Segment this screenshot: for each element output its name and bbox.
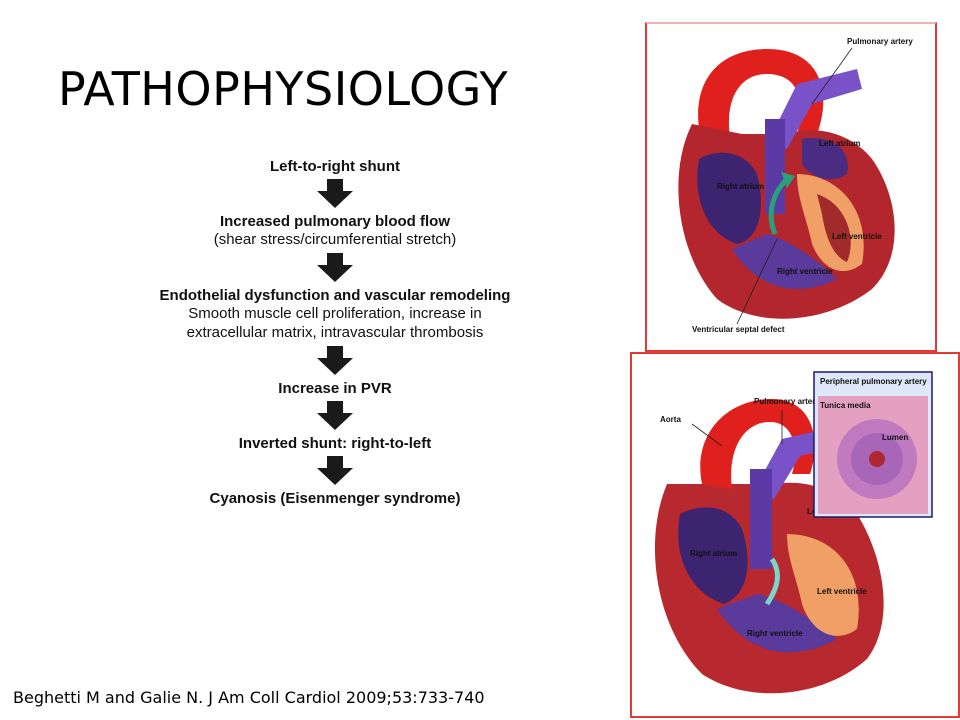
step-heading: Endothelial dysfunction and vascular rem… xyxy=(159,287,511,304)
label-aorta: Aorta xyxy=(660,415,681,424)
step-detail: (shear stress/circumferential stretch) xyxy=(213,231,457,248)
label-vsd: Ventricular septal defect xyxy=(692,325,785,334)
down-arrow-icon xyxy=(317,456,353,485)
step-heading: Left-to-right shunt xyxy=(270,158,400,175)
flow-step-4: Increase in PVR xyxy=(110,380,560,397)
heart-vsd-illustration: Pulmonary artery Left atrium Right atriu… xyxy=(678,37,913,334)
down-arrow-icon xyxy=(317,401,353,430)
flow-step-5: Inverted shunt: right-to-left xyxy=(110,435,560,452)
step-heading: Increase in PVR xyxy=(278,380,392,397)
slide-title: PATHOPHYSIOLOGY xyxy=(58,62,509,116)
label-right-ventricle: Right ventricle xyxy=(747,629,803,638)
label-right-atrium: Right atrium xyxy=(690,549,737,558)
label-right-atrium: Right atrium xyxy=(717,182,764,191)
label-left-ventricle: Left ventricle xyxy=(817,587,867,596)
peripheral-artery-inset: Peripheral pulmonary artery Tunica media… xyxy=(813,371,933,518)
label-right-ventricle: Right ventricle xyxy=(777,267,833,276)
down-arrow-icon xyxy=(317,253,353,282)
inset-tunica-media-label: Tunica media xyxy=(820,401,871,410)
label-left-atrium: Left atrium xyxy=(819,139,860,148)
flow-step-3: Endothelial dysfunction and vascular rem… xyxy=(110,287,560,342)
step-detail: Smooth muscle cell proliferation, increa… xyxy=(186,305,484,341)
label-left-ventricle: Left ventricle xyxy=(832,232,882,241)
label-pulmonary-artery: Pulmonary artery xyxy=(847,37,913,46)
heart-vsd-figure: Pulmonary artery Left atrium Right atriu… xyxy=(645,22,937,352)
pathophysiology-flowchart: Left-to-right shunt Increased pulmonary … xyxy=(110,158,560,507)
flow-step-1: Left-to-right shunt xyxy=(110,158,560,175)
flow-step-2: Increased pulmonary blood flow (shear st… xyxy=(110,213,560,249)
citation: Beghetti M and Galie N. J Am Coll Cardio… xyxy=(13,688,485,707)
inset-title: Peripheral pulmonary artery xyxy=(820,377,927,386)
heart-eisenmenger-illustration: Aorta Pulmonary artery Left atrium Right… xyxy=(654,371,933,694)
down-arrow-icon xyxy=(317,179,353,208)
flow-step-6: Cyanosis (Eisenmenger syndrome) xyxy=(110,490,560,507)
step-heading: Cyanosis (Eisenmenger syndrome) xyxy=(209,490,461,507)
label-pulmonary-artery: Pulmonary artery xyxy=(754,397,820,406)
step-heading: Increased pulmonary blood flow xyxy=(219,213,451,230)
inset-lumen-label: Lumen xyxy=(882,433,908,442)
step-heading: Inverted shunt: right-to-left xyxy=(238,435,432,452)
down-arrow-icon xyxy=(317,346,353,375)
heart-eisenmenger-figure: Aorta Pulmonary artery Left atrium Right… xyxy=(630,352,960,718)
